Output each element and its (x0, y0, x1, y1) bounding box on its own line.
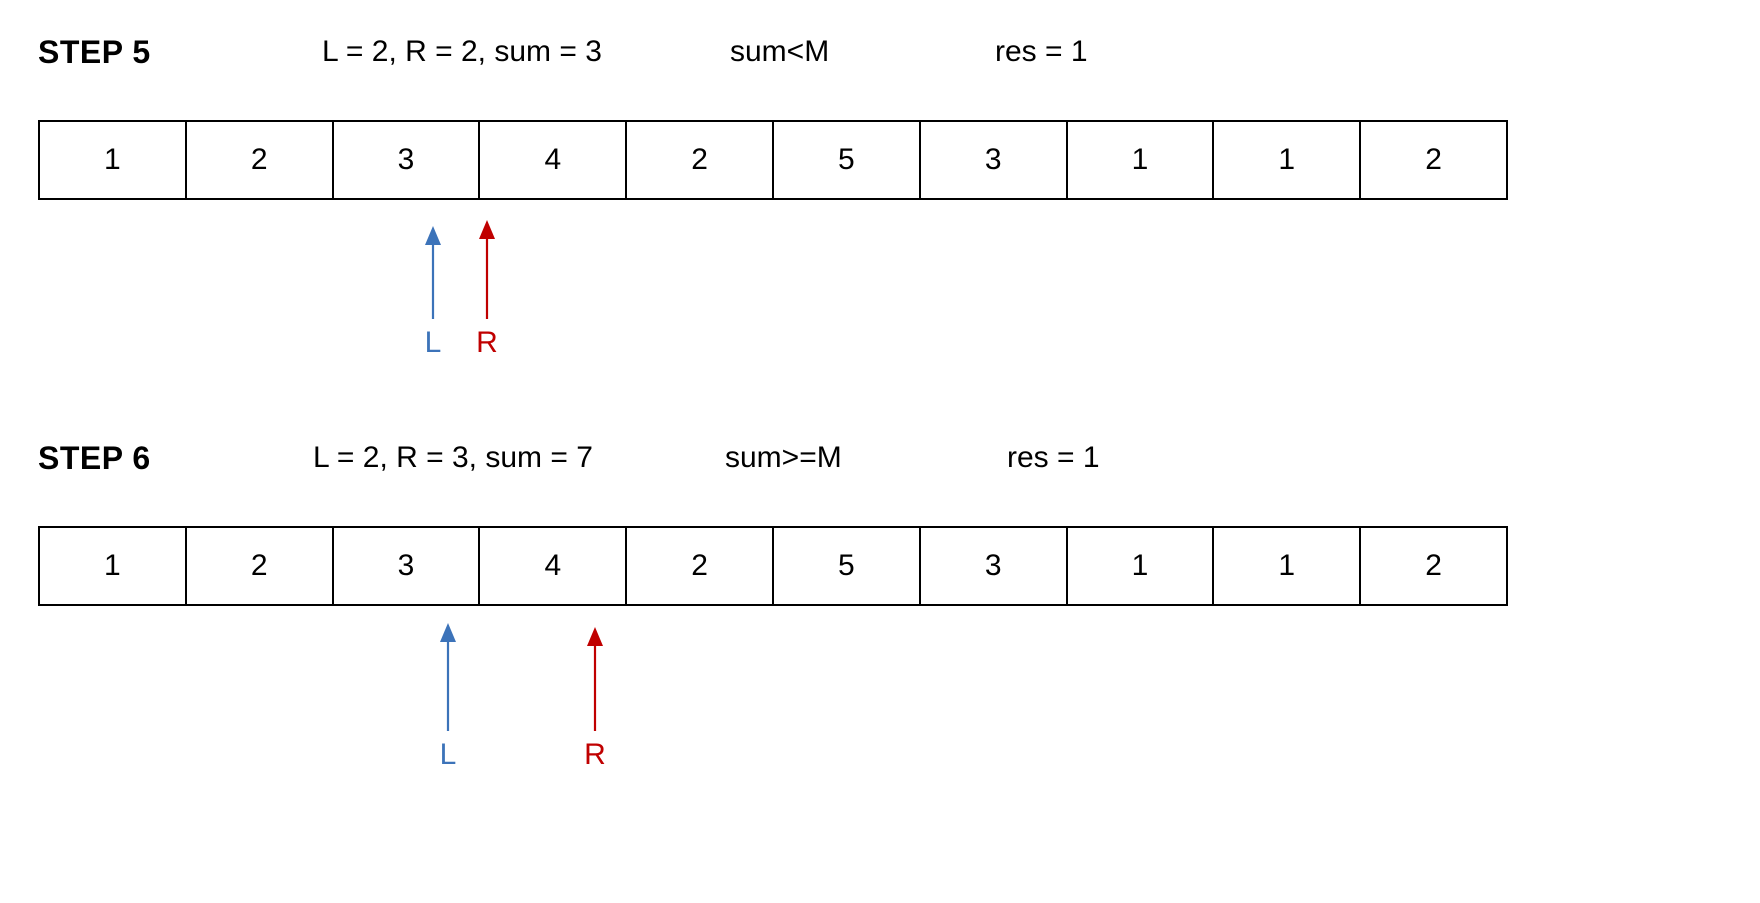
array-cell-5: 5 (771, 120, 921, 200)
array-table-step6: 1 2 3 4 2 5 3 1 1 2 (38, 526, 1508, 606)
left-pointer-step6: L (428, 622, 468, 772)
right-pointer-step6: R (575, 626, 615, 772)
array-cell-1: 2 (184, 120, 334, 200)
array-cell-0: 1 (38, 526, 187, 606)
arrow-up-icon (479, 220, 495, 319)
table-row: 1 2 3 4 2 5 3 1 1 2 (38, 120, 1508, 200)
array-cell-1: 2 (184, 526, 334, 606)
right-pointer-step5: R (467, 219, 507, 360)
arrow-up-icon (425, 226, 441, 319)
step-result: res = 1 (995, 35, 1088, 68)
array-cell-2: 3 (331, 120, 481, 200)
array-cell-9: 2 (1359, 120, 1508, 200)
array-table-step5: 1 2 3 4 2 5 3 1 1 2 (38, 120, 1508, 200)
step-state-text: L = 2, R = 2, sum = 3 (322, 35, 602, 68)
step-condition: sum>=M (725, 441, 842, 474)
step-block-6: STEP 6 L = 2, R = 3, sum = 7 sum>=M res … (0, 440, 1760, 771)
array-cell-2: 3 (331, 526, 481, 606)
array-cell-6: 3 (918, 526, 1068, 606)
array-cell-6: 3 (918, 120, 1068, 200)
left-pointer-label: L (439, 738, 457, 771)
array-cell-3: 4 (478, 526, 628, 606)
left-pointer-label: L (424, 326, 442, 359)
array-cell-4: 2 (625, 526, 774, 606)
step-header-6: STEP 6 L = 2, R = 3, sum = 7 sum>=M res … (0, 440, 1760, 494)
arrow-up-icon (440, 623, 456, 731)
array-cell-8: 1 (1212, 526, 1362, 606)
array-cell-5: 5 (771, 526, 921, 606)
table-row: 1 2 3 4 2 5 3 1 1 2 (38, 526, 1508, 606)
step-condition: sum<M (730, 35, 830, 68)
left-pointer-step5: L (413, 225, 453, 360)
array-cell-3: 4 (478, 120, 628, 200)
array-cell-0: 1 (38, 120, 187, 200)
array-cell-9: 2 (1359, 526, 1508, 606)
array-cell-7: 1 (1065, 526, 1215, 606)
array-cell-4: 2 (625, 120, 774, 200)
step-result: res = 1 (1007, 441, 1100, 474)
right-pointer-label: R (584, 738, 606, 771)
array-cell-8: 1 (1212, 120, 1362, 200)
step-title: STEP 5 (38, 34, 151, 70)
step-state-text: L = 2, R = 3, sum = 7 (313, 441, 593, 474)
right-pointer-label: R (476, 326, 498, 359)
step-block-5: STEP 5 L = 2, R = 2, sum = 3 sum<M res =… (0, 34, 1760, 359)
arrow-up-icon (587, 627, 603, 731)
step-title: STEP 6 (38, 440, 151, 476)
array-cell-7: 1 (1065, 120, 1215, 200)
step-header-5: STEP 5 L = 2, R = 2, sum = 3 sum<M res =… (0, 34, 1760, 88)
